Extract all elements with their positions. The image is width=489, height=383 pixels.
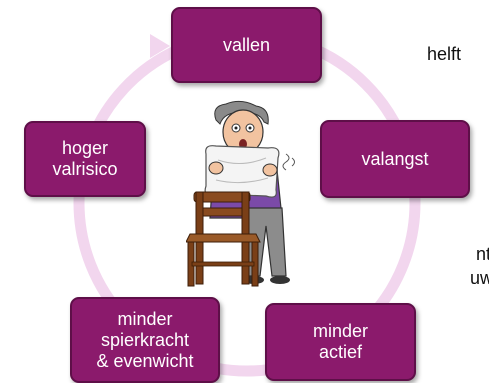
cropped-text-nt: nt [476, 244, 489, 264]
node-minder-spierkracht: minder spierkracht & evenwicht [70, 297, 220, 383]
node-valangst: valangst [320, 120, 470, 198]
node-minder-actief: minder actief [265, 303, 416, 381]
cycle-arrowhead [150, 34, 170, 58]
frightened-man-illustration [186, 100, 295, 287]
node-hoger-valrisico: hoger valrisico [24, 121, 146, 197]
node-vallen: vallen [171, 7, 322, 83]
cropped-text-helft: helft [427, 44, 462, 64]
cropped-text-uw: uw [470, 268, 489, 288]
